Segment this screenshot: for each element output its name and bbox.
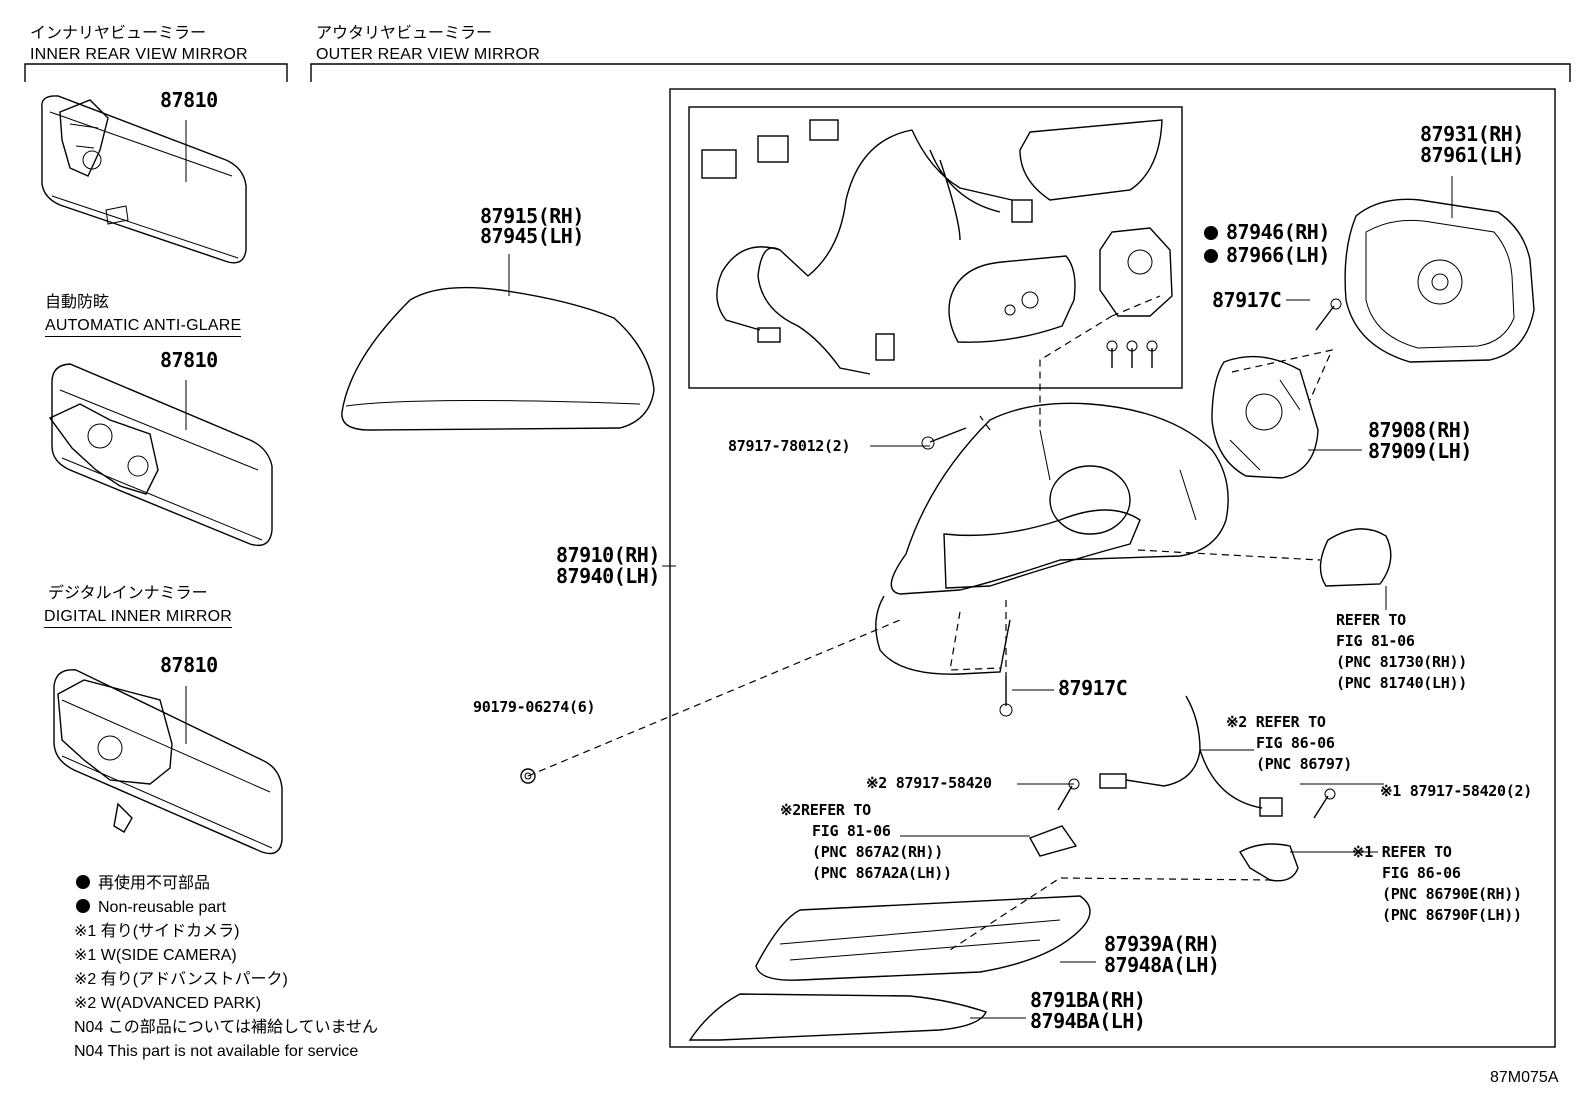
part-90179-06274[interactable]: 90179-06274(6) [473, 698, 596, 716]
mirror-body-illustration [875, 402, 1229, 675]
part-87945-lh[interactable]: 87945(LH) [480, 224, 584, 248]
part-87940-lh[interactable]: 87940(LH) [556, 564, 660, 588]
anti-glare-title-jp: 自動防眩 [45, 294, 110, 311]
part-87946-rh[interactable]: 87946(RH) [1204, 222, 1330, 243]
part-8794ba-lh[interactable]: 8794BA(LH) [1030, 1009, 1146, 1033]
camera-cable-illustration [1099, 695, 1283, 817]
part-87966-lh[interactable]: 87966(LH) [1204, 245, 1330, 266]
harness-subbox [688, 106, 1183, 389]
inner-section-title-en: INNER REAR VIEW MIRROR [30, 46, 248, 63]
anti-glare-mirror-illustration [48, 363, 273, 547]
part-87810-digital[interactable]: 87810 [160, 653, 218, 677]
part-87917-58420-2[interactable]: ※1 87917-58420(2) [1380, 782, 1532, 800]
reference-fig-81-06-sensor[interactable]: ※2REFER TO FIG 81-06 (PNC 867A2(RH)) (PN… [780, 801, 952, 882]
part-87910-rh[interactable]: 87910(RH) [556, 543, 660, 567]
part-87810-antiglare[interactable]: 87810 [160, 348, 218, 372]
part-87810-inner[interactable]: 87810 [160, 88, 218, 112]
legend-note1-en: ※1 W(SIDE CAMERA) [74, 947, 237, 964]
legend-note1-jp: ※1 有り(サイドカメラ) [74, 923, 240, 940]
nonreusable-dot-icon [76, 875, 90, 889]
part-87909-lh[interactable]: 87909(LH) [1368, 439, 1472, 463]
reference-fig-81-06-signal[interactable]: REFER TO FIG 81-06 (PNC 81730(RH)) (PNC … [1336, 611, 1467, 692]
outer-section-bracket [310, 63, 1571, 82]
nonreusable-dot-icon [76, 899, 90, 913]
mirror-glass-illustration [1344, 198, 1535, 363]
figure-code: 87M075A [1490, 1069, 1559, 1086]
harness-illustration [701, 119, 1173, 375]
part-87917c-upper[interactable]: 87917C [1212, 288, 1282, 312]
part-87931-rh[interactable]: 87931(RH) [1420, 122, 1524, 146]
digital-mirror-illustration [53, 669, 283, 855]
part-87915-rh[interactable]: 87915(RH) [480, 204, 584, 228]
legend-nonreusable-en: Non-reusable part [76, 896, 226, 919]
anti-glare-title-en: AUTOMATIC ANTI-GLARE [45, 316, 242, 337]
inner-section-title-jp: インナリヤビューミラー [30, 25, 207, 42]
bolt-illustrations [520, 298, 1342, 819]
outer-section-title-jp: アウタリヤビューミラー [316, 25, 493, 42]
part-87939a-rh[interactable]: 87939A(RH) [1104, 932, 1220, 956]
leader-lines [185, 120, 1453, 1019]
part-87948a-lh[interactable]: 87948A(LH) [1104, 953, 1220, 977]
part-8791ba-rh[interactable]: 8791BA(RH) [1030, 988, 1146, 1012]
under-cover-illustration [755, 895, 1091, 981]
legend-n04-en: N04 This part is not available for servi… [74, 1043, 359, 1060]
turn-signal-illustration [1319, 528, 1392, 587]
part-87917-58420[interactable]: ※2 87917-58420 [866, 774, 992, 792]
alignment-dashes [527, 295, 1334, 951]
part-87908-rh[interactable]: 87908(RH) [1368, 418, 1472, 442]
garnish-illustration [688, 993, 987, 1041]
part-87917c-lower[interactable]: 87917C [1058, 676, 1128, 700]
part-87961-lh[interactable]: 87961(LH) [1420, 143, 1524, 167]
nonreusable-dot-icon [1204, 249, 1218, 263]
legend-n04-jp: N04 この部品については補給していません [74, 1019, 379, 1036]
assembly-frame [669, 88, 1556, 1048]
legend-nonreusable-jp: 再使用不可部品 [76, 872, 210, 895]
part-87917-78012[interactable]: 87917-78012(2) [728, 437, 851, 455]
legend-note2-jp: ※2 有り(アドバンストパーク) [74, 971, 288, 988]
camera-bracket-illustration [1028, 825, 1299, 882]
actuator-illustration [1211, 355, 1319, 479]
digital-title-en: DIGITAL INNER MIRROR [44, 607, 233, 628]
reference-fig-86-06-cable[interactable]: ※2 REFER TO FIG 86-06 (PNC 86797) [1226, 713, 1353, 773]
mirror-cover-illustration [341, 286, 655, 431]
nonreusable-dot-icon [1204, 226, 1218, 240]
reference-fig-86-06-camera[interactable]: ※1 REFER TO FIG 86-06 (PNC 86790E(RH)) (… [1352, 843, 1522, 924]
inner-section-bracket [24, 63, 288, 82]
outer-section-title-en: OUTER REAR VIEW MIRROR [316, 46, 540, 63]
digital-title-jp: デジタルインナミラー [48, 585, 208, 602]
inner-mirror-illustration [41, 95, 247, 264]
legend-note2-en: ※2 W(ADVANCED PARK) [74, 995, 262, 1012]
